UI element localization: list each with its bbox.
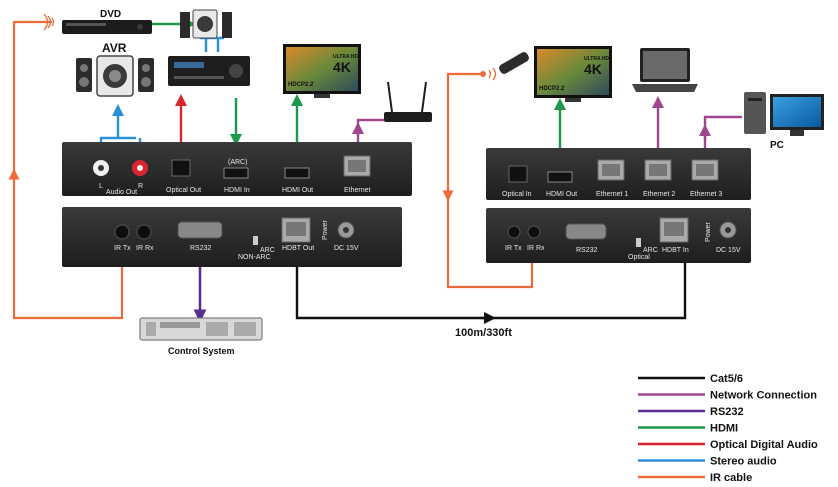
dvd-player — [62, 20, 152, 34]
speaker-right-icon — [138, 58, 154, 92]
tx-ir-rx: IR Rx — [136, 245, 154, 252]
rx-rs232-port — [565, 223, 607, 240]
tv-rx-ultra-hd: ULTRA HD — [584, 56, 609, 62]
legend-label: RS232 — [710, 406, 744, 418]
legend-label: Network Connection — [710, 390, 817, 402]
legend-label: Optical Digital Audio — [710, 439, 818, 451]
rx-arc: ARC — [643, 247, 658, 254]
ir-receiver-waves-icon — [488, 67, 497, 81]
tv-rx-4k: 4K — [584, 61, 602, 77]
rx-ethernet1: Ethernet 1 — [596, 191, 628, 198]
tx-power: Power — [322, 219, 329, 240]
avr-label: AVR — [102, 41, 127, 55]
ir-cable-tx — [12, 20, 124, 320]
tx-non-arc: NON-ARC — [238, 254, 271, 261]
control-system-device — [139, 317, 263, 341]
audio-out-connector — [93, 160, 148, 176]
tx-hdmi-in: HDMI In — [224, 187, 250, 194]
router-icon — [384, 81, 432, 122]
tv-tx-hdcp: HDCP2.2 — [288, 82, 314, 88]
subwoofer-icon — [96, 55, 134, 97]
av-receiver — [168, 9, 250, 86]
rx-hdmi-out: HDMI Out — [546, 191, 577, 198]
tx-ir-tx: IR Tx — [114, 245, 131, 252]
control-system-label: Control System — [168, 346, 235, 356]
rx-ethernet3: Ethernet 3 — [690, 191, 722, 198]
stereo-audio-cable-avr-top — [200, 36, 224, 52]
tv-tx-ultra-hd: ULTRA HD — [333, 54, 358, 60]
hdmi-in-port — [223, 167, 249, 179]
rx-hdmi-out-port — [547, 171, 573, 183]
network-rx-pc — [703, 115, 742, 160]
laptop-icon — [632, 48, 698, 92]
tx-arc-switch: ARC — [260, 247, 275, 254]
optical-out-port — [171, 159, 191, 177]
ir-ports — [114, 224, 152, 240]
tx-audio-l: L — [99, 183, 103, 190]
tx-ethernet: Ethernet — [344, 187, 371, 194]
speaker-left-icon — [76, 58, 92, 92]
tv-rx — [534, 46, 612, 102]
ir-cable-rx — [446, 72, 534, 289]
remote-icon — [499, 52, 529, 74]
ir-receiver-icon — [480, 71, 486, 77]
rx-ir-tx-port — [507, 225, 521, 239]
network-tx-router — [356, 118, 384, 152]
arc-switch — [253, 236, 258, 245]
rx-optical: Optical — [628, 254, 650, 261]
tx-dc: DC 15V — [334, 245, 359, 252]
dvd-label: DVD — [100, 9, 121, 20]
hdmi-out-port — [284, 167, 310, 179]
rx-rs232: RS232 — [576, 247, 598, 254]
optical-in-port — [508, 165, 528, 183]
pc-label: PC — [770, 140, 784, 151]
legend-label: IR cable — [710, 472, 752, 484]
tx-optical-out: Optical Out — [166, 187, 201, 194]
rx-ethernet2: Ethernet 2 — [643, 191, 675, 198]
legend-label: HDMI — [710, 423, 738, 435]
tx-hdmi-out: HDMI Out — [282, 187, 313, 194]
legend-label: Cat5/6 — [710, 373, 743, 385]
tx-bottom-panel — [62, 207, 402, 267]
tv-tx — [283, 44, 361, 98]
ir-emitter-icon — [43, 13, 55, 31]
rx-ir-tx: IR Tx — [505, 245, 522, 252]
rx-ir-rx-port — [527, 225, 541, 239]
rs232-port — [177, 221, 223, 239]
rx-dc: DC 15V — [716, 247, 741, 254]
pc-icon — [744, 92, 824, 136]
rx-ir-rx: IR Rx — [527, 245, 545, 252]
tv-rx-hdcp: HDCP2.2 — [539, 86, 565, 92]
rx-hdbt-in: HDBT In — [662, 247, 689, 254]
tv-tx-4k: 4K — [333, 59, 351, 75]
tx-audio-out: Audio Out — [106, 189, 137, 196]
tx-hdbt-out: HDBT Out — [282, 245, 314, 252]
rx-power: Power — [705, 221, 712, 242]
tx-rs232: RS232 — [190, 245, 212, 252]
rx-arc-switch — [636, 238, 641, 247]
tx-audio-r: R — [138, 183, 143, 190]
tx-arc: (ARC) — [228, 159, 247, 166]
legend-label: Stereo audio — [710, 456, 777, 468]
distance-label: 100m/330ft — [455, 327, 512, 339]
rx-optical-in: Optical In — [502, 191, 532, 198]
